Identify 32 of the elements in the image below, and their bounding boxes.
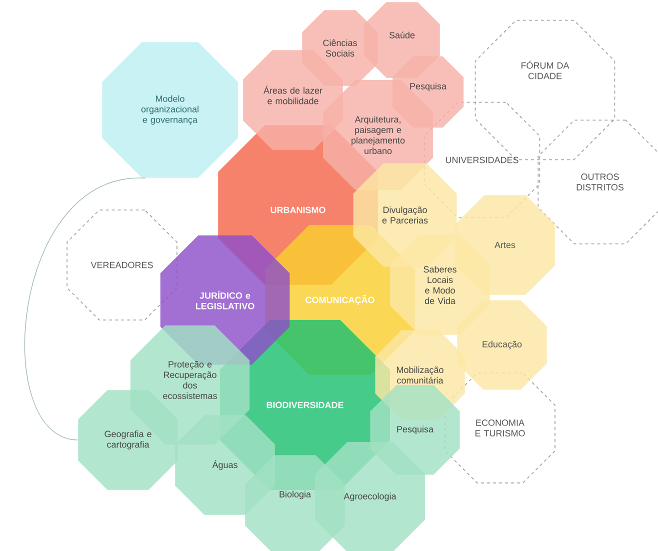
node-label: VEREADORES <box>90 262 153 268</box>
node-label: Agroecologia <box>344 492 396 502</box>
connector-line <box>24 178 146 440</box>
node-label: Modelo organizacional e governança <box>141 95 198 125</box>
node-label: Saúde <box>389 32 415 38</box>
node-label: Educação <box>482 340 522 350</box>
octagon-node <box>315 442 425 551</box>
node-label: Geografia e cartografia <box>104 430 152 450</box>
octagon-node <box>457 300 547 390</box>
node-label: BIODIVERSIDADE <box>266 402 344 408</box>
node-label: OUTROS DISTRITOS <box>576 174 624 190</box>
dashed-octagon <box>538 120 658 244</box>
node-label: Áreas de lazer e mobilidade <box>264 86 322 104</box>
octagon-node <box>390 235 490 335</box>
node-label: ECONOMIA E TURISMO <box>476 420 525 436</box>
node-label: Biologia <box>280 490 311 500</box>
node-label: Arquitetura, paisagem e planejamento urbano <box>352 116 405 154</box>
node-label: Pesquisa <box>397 426 434 434</box>
node-label: UNIVERSIDADES <box>446 156 518 164</box>
node-label: Proteção e Recuperação dos ecossistemas <box>163 360 217 400</box>
node-label: JURÍDICO e LEGISLATIVO <box>196 290 254 310</box>
node-label: FÓRUM DA CIDADE <box>522 60 570 80</box>
node-label: Mobilização comunitária <box>396 366 444 384</box>
node-label: Ciências Sociais <box>323 39 357 57</box>
node-label: Águas <box>212 460 238 470</box>
node-label: COMUNICAÇÃO <box>306 295 374 305</box>
node-label: Saberes Locais e Modo de Vida <box>424 266 456 304</box>
node-label: Artes <box>494 242 516 248</box>
octagon-node <box>102 42 238 178</box>
node-label: Pesquisa <box>410 82 446 92</box>
node-label: URBANISMO <box>270 206 326 214</box>
node-label: Divulgação e Parcerias <box>382 206 428 224</box>
